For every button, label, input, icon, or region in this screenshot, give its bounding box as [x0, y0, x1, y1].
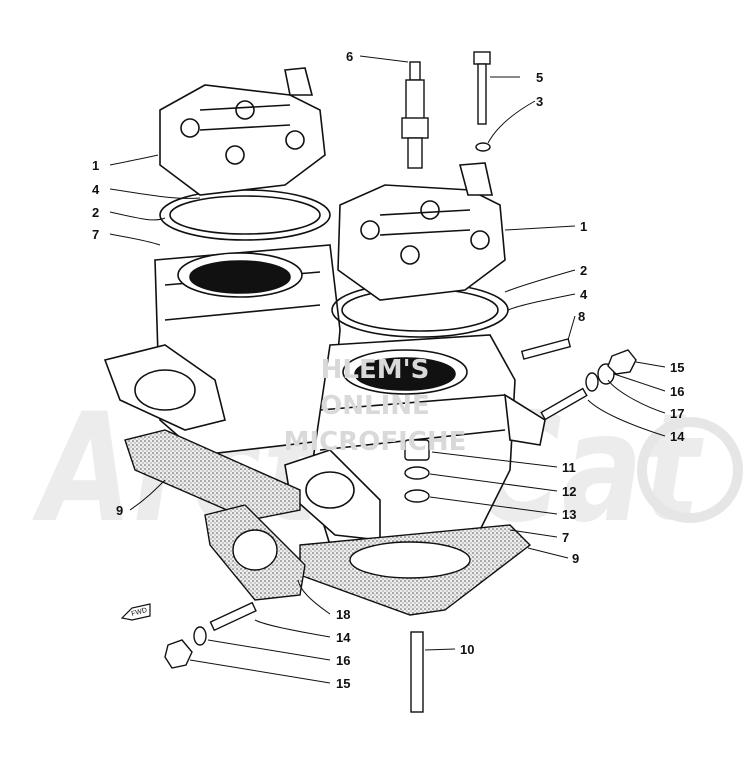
leader-lines: [109, 55, 666, 684]
callout-label: 1: [580, 219, 587, 234]
callout-label: 16: [336, 653, 350, 668]
spark-plug: [401, 61, 429, 169]
callout-label: 9: [116, 503, 123, 518]
o-ring-12: [404, 466, 430, 480]
lock-washer-right: [585, 372, 599, 392]
hardware: [164, 51, 637, 713]
front-arrow-icon: [120, 603, 151, 621]
callout-label: 13: [562, 507, 576, 522]
watermark-wheel-icon: [637, 417, 743, 523]
callout-label: 2: [92, 205, 99, 220]
left-head-gasket: [159, 189, 331, 241]
callout-label: 7: [92, 227, 99, 242]
watermark-line-2: ONLINE: [320, 391, 430, 421]
callout-label: 11: [562, 460, 576, 475]
callout-label: 2: [580, 263, 587, 278]
callout-label: 15: [336, 676, 350, 691]
watermark-line-1: HLEM'S: [321, 355, 430, 385]
callout-label: 6: [346, 49, 353, 64]
callout-label: 8: [578, 309, 585, 324]
callout-label: 4: [580, 287, 588, 302]
callout-label: 12: [562, 484, 576, 499]
left-cylinder-head: [159, 84, 326, 196]
left-base-gasket: [124, 429, 301, 521]
callout-label: 16: [670, 384, 684, 399]
callout-label: 5: [536, 70, 543, 85]
washer-13: [404, 489, 430, 503]
callout-label: 14: [670, 429, 685, 444]
callout-label: 7: [562, 530, 569, 545]
callout-labels: 1 4 2 7 6 5 3 1 2 4 8 15 16 17 14 11 12 …: [92, 49, 685, 691]
nut-right: [607, 349, 637, 375]
callout-label: 3: [536, 94, 543, 109]
watermark-text: HLEM'S ONLINE MICROFICHE: [284, 355, 467, 457]
front-marker-text: FWD: [131, 607, 148, 618]
lock-washer-left: [193, 626, 207, 646]
nut-left: [164, 639, 193, 669]
exhaust-stud-left: [209, 601, 257, 632]
exhaust-stud-right: [540, 387, 588, 421]
callout-label: 9: [572, 551, 579, 566]
right-cylinder-head: [337, 184, 506, 301]
bolt-washer: [475, 142, 491, 152]
exhaust-gaskets: [124, 429, 532, 616]
callout-label: 14: [336, 630, 351, 645]
cylinder-stud: [410, 631, 424, 713]
callout-label: 4: [92, 182, 100, 197]
callout-label: 18: [336, 607, 350, 622]
callout-label: 17: [670, 406, 684, 421]
head-bolt: [473, 51, 491, 125]
callout-label: 10: [460, 642, 474, 657]
dowel-pin: [520, 338, 572, 360]
front-direction-marker: FWD: [120, 603, 151, 621]
callout-label: 15: [670, 360, 684, 375]
sleeve-11: [404, 439, 430, 461]
callout-label: 1: [92, 158, 99, 173]
left-cylinder-assembly: [103, 67, 341, 456]
